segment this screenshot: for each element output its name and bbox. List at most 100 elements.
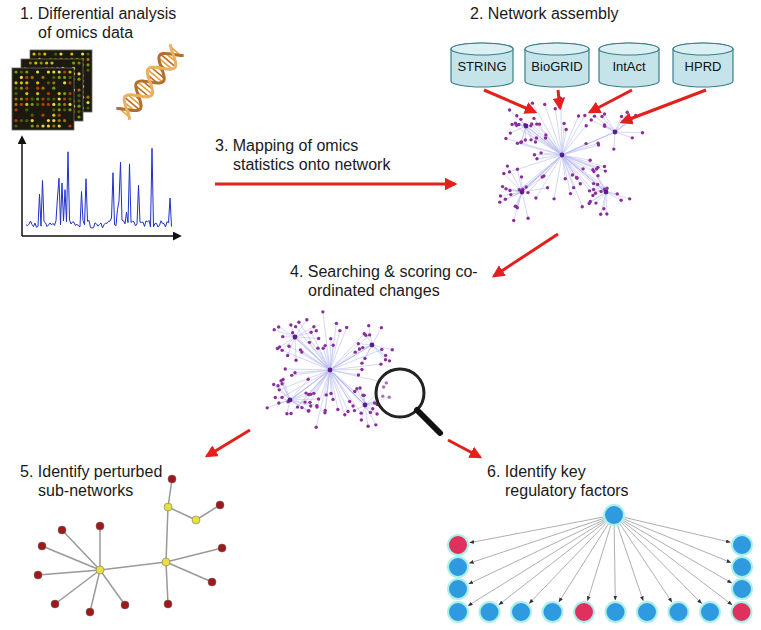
array-spot	[68, 108, 71, 111]
network-edge	[330, 370, 361, 413]
gene-node	[732, 602, 752, 622]
array-spot	[58, 114, 61, 117]
array-spot	[14, 81, 17, 84]
subnet-node	[38, 542, 46, 550]
network-node	[276, 384, 279, 387]
network-node	[343, 413, 346, 416]
network-node	[641, 131, 644, 134]
network-graph	[265, 310, 393, 429]
network-node	[309, 331, 312, 334]
subnet-node	[164, 503, 172, 511]
subnet-node	[121, 601, 129, 609]
array-spot	[86, 106, 89, 109]
step-label: 4. Searching & scoring co-ordinated chan…	[290, 262, 478, 300]
flow-arrow	[215, 183, 455, 186]
network-edge	[355, 345, 372, 352]
network-edge	[595, 116, 615, 132]
step-label: 2. Network assembly	[470, 4, 688, 23]
array-spot	[47, 81, 50, 84]
array-spot	[77, 78, 80, 81]
network-edge	[330, 370, 348, 411]
network-edge	[514, 192, 522, 220]
gene-node	[543, 602, 563, 622]
array-spot	[34, 61, 37, 64]
array-spot	[41, 97, 44, 100]
flow-arrow	[494, 234, 558, 276]
network-node	[591, 194, 594, 197]
network-node	[569, 192, 572, 195]
array-spot	[47, 70, 50, 73]
array-spot	[86, 52, 89, 55]
network-node	[599, 190, 602, 193]
network-node	[526, 191, 529, 194]
array-spot	[77, 115, 80, 118]
network-node	[353, 390, 356, 393]
array-spot	[59, 52, 62, 55]
network-node	[307, 409, 310, 412]
network-node	[277, 325, 280, 328]
network-hub	[604, 190, 609, 195]
network-node	[585, 124, 588, 127]
network-hub	[288, 398, 293, 403]
subnet-link	[166, 562, 168, 604]
array-spot	[14, 70, 17, 73]
network-node	[508, 170, 511, 173]
network-node	[562, 122, 565, 125]
network-edge	[510, 126, 526, 133]
network-node	[594, 192, 597, 195]
database-cylinder: BioGRID	[524, 42, 590, 88]
network-node	[498, 200, 501, 203]
network-hub	[613, 130, 618, 135]
subnet-link	[99, 526, 101, 570]
network-node	[583, 114, 586, 117]
network-node	[594, 201, 597, 204]
array-spot	[77, 94, 80, 97]
subnet-link	[42, 546, 100, 570]
network-node	[303, 400, 306, 403]
regulation-link	[588, 526, 611, 601]
network-edge	[372, 345, 386, 355]
network-node	[599, 213, 602, 216]
array-spot	[52, 76, 55, 79]
network-hub	[293, 335, 298, 340]
gene-node	[448, 579, 468, 599]
network-node	[509, 193, 512, 196]
array-spot	[58, 124, 61, 127]
network-edge	[317, 370, 330, 407]
network-edge	[330, 369, 362, 371]
network-edge	[295, 337, 319, 339]
database-cylinder: STRING	[450, 42, 514, 88]
network-node	[596, 174, 599, 177]
network-node	[524, 185, 527, 188]
gene-node	[604, 505, 624, 525]
network-node	[353, 409, 356, 412]
array-spot	[72, 61, 75, 64]
network-node	[278, 345, 281, 348]
network-edge	[522, 176, 544, 192]
array-spot	[31, 119, 34, 122]
subnet-link	[166, 548, 222, 562]
network-edge	[288, 370, 330, 402]
regulation-link	[620, 524, 672, 602]
array-spot	[52, 124, 55, 127]
network-node	[281, 378, 284, 381]
network-node	[584, 142, 587, 145]
array-spot	[14, 97, 17, 100]
network-node	[588, 189, 591, 192]
database-name: BioGRID	[524, 42, 590, 74]
array-spot	[47, 97, 50, 100]
gene-node	[574, 602, 594, 622]
network-edge	[562, 143, 598, 155]
network-node	[315, 329, 318, 332]
network-node	[371, 407, 374, 410]
network-node	[321, 310, 324, 313]
network-node	[504, 187, 507, 190]
network-node	[543, 103, 546, 106]
network-node	[321, 347, 324, 350]
network-node	[346, 410, 349, 413]
network-edge	[510, 110, 526, 126]
network-edge	[282, 337, 295, 350]
network-hub	[520, 190, 525, 195]
subnet-link	[166, 562, 212, 582]
